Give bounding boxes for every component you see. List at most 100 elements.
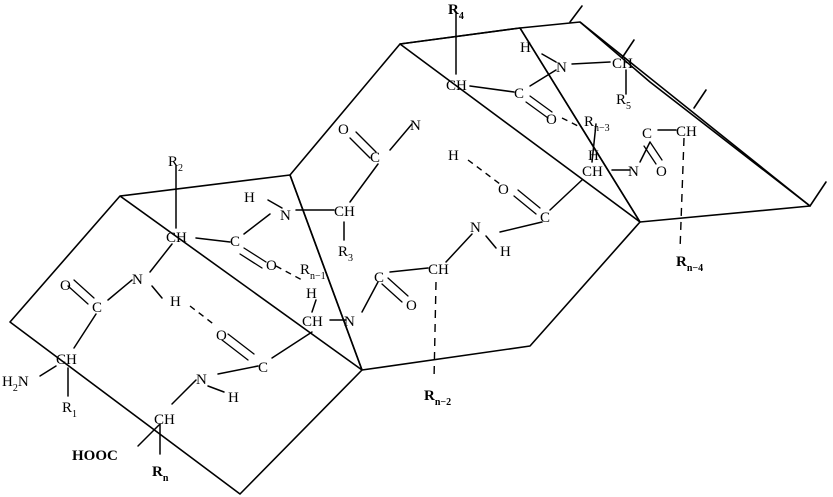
atom-label: CH xyxy=(676,124,697,140)
atom-label: C xyxy=(514,86,524,102)
bond xyxy=(217,365,259,375)
atom-label: H xyxy=(448,148,459,164)
atom-label: R3 xyxy=(338,244,353,264)
atom-label: C xyxy=(92,300,102,316)
atom-label: CH xyxy=(582,164,603,180)
hydrogen-bond xyxy=(189,305,217,327)
atom-label: CH xyxy=(56,352,77,368)
bond-double xyxy=(529,95,553,113)
side-chain-dashed xyxy=(433,137,685,381)
atom-label: C xyxy=(258,360,268,376)
bond xyxy=(591,123,597,163)
atom-label: CH xyxy=(302,314,323,330)
atom-label: N xyxy=(470,220,481,236)
atom-label: Rn−1 xyxy=(300,262,326,282)
atom-label: O xyxy=(216,328,227,344)
atom-label: N xyxy=(280,208,291,224)
atom-label: Rn−3 xyxy=(584,114,610,134)
atom-label: C xyxy=(370,150,380,166)
atom-label: H xyxy=(588,148,599,164)
plane-fold-b xyxy=(399,43,641,223)
atom-label: O xyxy=(498,182,509,198)
atom-label: CH xyxy=(166,230,187,246)
bond xyxy=(151,285,163,299)
atom-label: C xyxy=(230,234,240,250)
bond-double xyxy=(355,131,377,153)
atom-label: C xyxy=(374,270,384,286)
edge-tick xyxy=(569,5,583,23)
atom-label: CH xyxy=(154,412,175,428)
atom-label: N xyxy=(556,60,567,76)
bond xyxy=(639,141,651,163)
bond xyxy=(389,123,413,151)
bond xyxy=(271,331,313,359)
atom-label: CH xyxy=(446,78,467,94)
bond xyxy=(267,199,283,209)
atom-label: R4 xyxy=(448,2,464,22)
atom-label: O xyxy=(406,298,417,314)
bond xyxy=(529,69,557,87)
atom-label: HOOC xyxy=(72,448,118,464)
atom-label: C xyxy=(540,210,550,226)
hydrogen-bond xyxy=(467,159,501,185)
bond xyxy=(311,299,317,313)
plane-fold-c xyxy=(579,21,811,207)
edge-tick xyxy=(809,181,827,207)
bond-double xyxy=(513,195,537,215)
bond xyxy=(499,221,543,233)
atom-label: R2 xyxy=(168,154,183,174)
atom-label: CH xyxy=(612,56,633,72)
atom-labels: R4 H N CH R5 CH C O Rn−3 H C O CH CH N R… xyxy=(2,2,703,484)
bond xyxy=(541,53,557,63)
plane-back xyxy=(399,21,811,223)
bond xyxy=(137,423,161,447)
atom-label: H xyxy=(228,390,239,406)
bond-double xyxy=(517,189,541,209)
bond xyxy=(171,379,197,405)
bond-double xyxy=(227,333,255,355)
bond xyxy=(361,281,379,313)
bond-double xyxy=(643,145,657,165)
atom-label: O xyxy=(338,122,349,138)
atom-label: H2N xyxy=(2,374,29,394)
bond-double xyxy=(525,101,549,119)
atom-label: Rn−2 xyxy=(424,388,451,408)
atom-label: CH xyxy=(428,262,449,278)
bond-double xyxy=(73,279,95,299)
side-chain-bond xyxy=(679,137,685,251)
plane-fold-a xyxy=(119,195,363,371)
edge-tick xyxy=(621,39,635,59)
bond xyxy=(207,385,225,393)
atom-label: N xyxy=(410,118,421,134)
atom-label: H xyxy=(170,294,181,310)
bond-double xyxy=(349,137,371,159)
hydrogen-bonds xyxy=(189,117,583,327)
bond xyxy=(445,233,473,263)
bond-double xyxy=(243,247,267,263)
bond-double xyxy=(381,283,403,303)
bond-double xyxy=(221,339,249,361)
atom-label: O xyxy=(60,278,71,294)
atom-label: Rn xyxy=(152,464,169,484)
atom-label: H xyxy=(520,40,531,56)
atom-label: Rn−4 xyxy=(676,254,703,274)
bond-double xyxy=(387,277,409,297)
bond xyxy=(39,365,57,377)
bond-double xyxy=(67,285,89,305)
bond-double xyxy=(649,141,663,161)
bond xyxy=(149,243,173,273)
backbone-bonds xyxy=(39,13,677,455)
bond xyxy=(389,267,429,273)
atom-label: H xyxy=(500,244,511,260)
hydrogen-bond xyxy=(275,265,303,281)
bond xyxy=(485,235,497,249)
atom-label: N xyxy=(628,164,639,180)
bond xyxy=(349,163,379,203)
atom-label: O xyxy=(656,164,667,180)
pleated-sheet-planes xyxy=(9,21,811,495)
atom-label: N xyxy=(196,372,207,388)
bond xyxy=(73,313,97,349)
bond-double xyxy=(239,253,263,269)
atom-label: C xyxy=(642,126,652,142)
